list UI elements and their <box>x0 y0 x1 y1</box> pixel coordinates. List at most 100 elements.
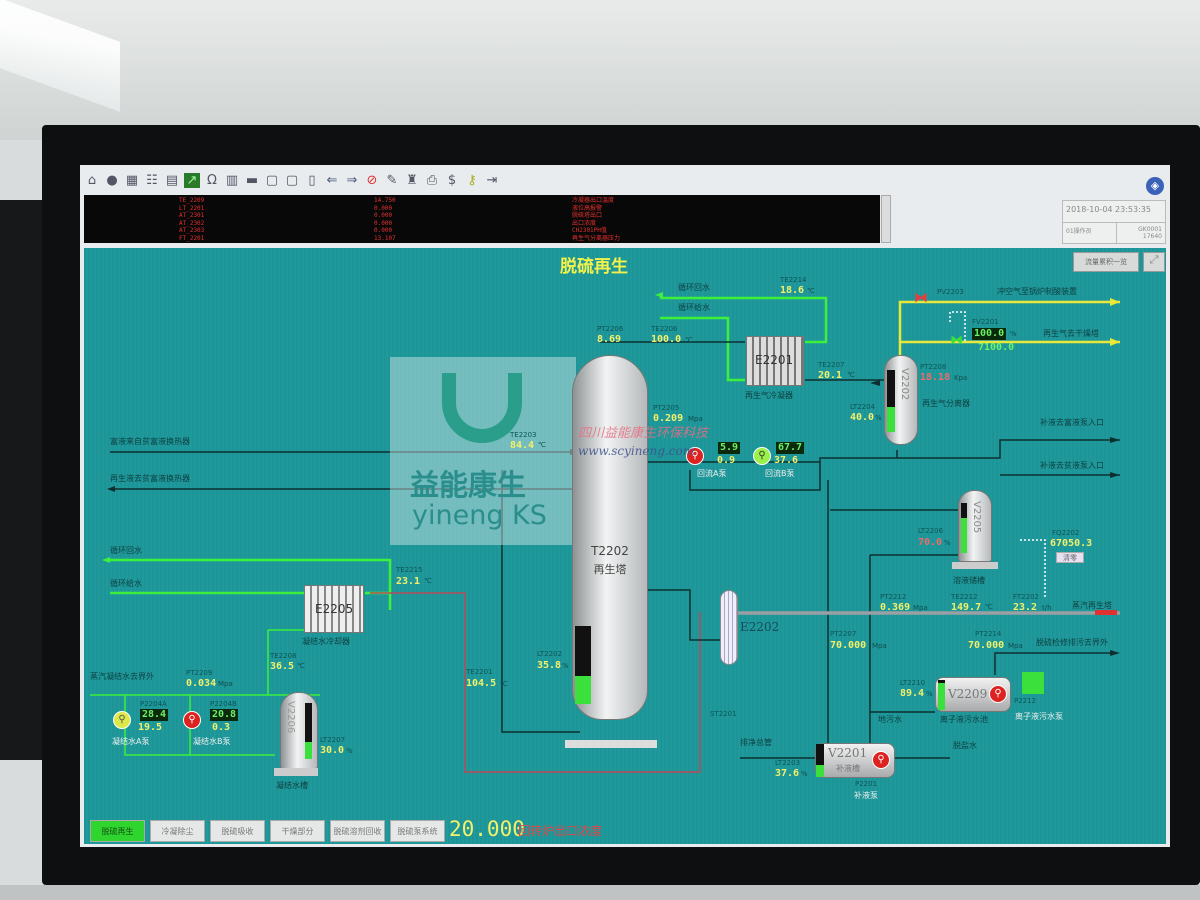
cooler-e2205-label: 凝结水冷却器 <box>302 637 350 646</box>
forward-icon[interactable]: ⇒ <box>346 172 358 188</box>
operator: 01操作员 <box>1063 223 1117 243</box>
exchanger-e2202[interactable] <box>720 590 738 665</box>
condenser-e2201[interactable]: E2201 <box>746 336 804 386</box>
control-valve-pv2203-icon[interactable]: ⧓ <box>914 290 928 306</box>
home-icon[interactable]: ⌂ <box>87 172 97 188</box>
separator-label: 再生气分离器 <box>922 399 970 408</box>
unit: ℃ <box>685 336 693 344</box>
drain-header-label: 排净总管 <box>740 738 772 747</box>
list-icon[interactable]: ☷ <box>146 172 158 188</box>
to-dryer-label: 再生气去干燥塔 <box>1043 329 1099 338</box>
record-icon[interactable]: ● <box>106 172 118 188</box>
settings-icon[interactable]: ◈ <box>1146 177 1164 195</box>
regen-tower-t2202[interactable]: T2202 再生塔 <box>572 355 648 720</box>
watermark-brand-en: yineng KS <box>412 500 547 531</box>
nav-condense-dedust[interactable]: 冷凝除尘 <box>150 820 205 842</box>
alarm-tag: FT_2201 <box>179 234 205 242</box>
hot-return-pipe <box>370 592 701 773</box>
pt2208-value: 18.18 <box>920 372 951 383</box>
te2203-tag: TE2203 <box>510 431 537 439</box>
alarm-value: 0.000 <box>374 212 393 219</box>
watermark-url: www.scyineng.com <box>578 444 695 458</box>
tank-v2206[interactable]: V2206 <box>280 692 318 770</box>
nav-solvent-recovery[interactable]: 脱硫溶剂回收 <box>330 820 385 842</box>
cooler-e2205[interactable]: E2205 <box>304 585 364 633</box>
back-icon[interactable]: ⇐ <box>326 172 338 188</box>
flow-summary-button[interactable]: 流量累积一览 <box>1073 252 1139 272</box>
alarm-scrollbar[interactable] <box>881 195 891 243</box>
user-icon[interactable]: ♜ <box>406 172 418 188</box>
pt2214-value: 70.000 <box>968 640 1005 651</box>
condenser-label: 再生气冷凝器 <box>745 391 793 400</box>
tank-v2205[interactable]: V2205 <box>958 490 992 562</box>
v2205-label: V2205 <box>971 501 982 534</box>
pit-v2209[interactable]: V2209 ⚲ <box>935 677 1011 712</box>
pump-p2212-label: 离子液污水泵 <box>1015 712 1063 721</box>
reflux-pump-a[interactable]: ⚲ <box>686 447 704 465</box>
fv2201-value: 100.0 <box>972 328 1007 340</box>
rich-lean-pipes <box>110 451 580 490</box>
alarm-value: 0.000 <box>374 204 393 212</box>
prb-freq: 67.7 <box>776 442 805 454</box>
pump-p2212-status[interactable] <box>1022 672 1044 694</box>
unit: % <box>562 662 569 670</box>
doc2-icon[interactable]: ▢ <box>285 172 299 188</box>
outlet-concentration-value: 20.000 <box>449 817 525 841</box>
fullscreen-icon[interactable]: ⤢ <box>1143 252 1165 272</box>
panel-icon[interactable]: ▥ <box>225 172 239 188</box>
report-icon[interactable]: Ω <box>207 172 217 188</box>
drain-pipes <box>740 509 1115 759</box>
alarm-desc: 再生气分离器压力 <box>572 234 621 242</box>
e2201-label: E2201 <box>755 353 794 367</box>
tank-v2201-label: 补液槽 <box>836 764 860 773</box>
steam-arrow <box>1095 610 1117 615</box>
te2203-value: 84.4 <box>510 440 535 451</box>
grid-icon[interactable]: ▦ <box>125 172 139 188</box>
doc-icon[interactable]: ▢ <box>265 172 279 188</box>
control-valve-fv2201-icon[interactable]: ⧓ <box>950 333 963 348</box>
tank-v2201[interactable]: V2201 补液槽 ⚲ <box>815 743 895 778</box>
trend-icon[interactable]: ↗ <box>184 172 200 188</box>
exit-icon[interactable]: ⇥ <box>486 172 498 188</box>
te2212-tag: TE2212 <box>951 593 978 601</box>
nav-drying[interactable]: 干燥部分 <box>270 820 325 842</box>
lt2210-tag: LT2210 <box>900 679 926 687</box>
watermark-brand-cn: 益能康生 <box>410 468 527 502</box>
ft2202-tag: FT2202 <box>1013 593 1039 601</box>
tower-name: T2202 <box>591 544 629 558</box>
cw-supply-label: 循环给水 <box>110 579 142 588</box>
alarm-tag: TE_2209 <box>179 197 205 204</box>
lt2202-level-fill <box>575 676 591 704</box>
lt2207-tag: LT2207 <box>320 736 346 744</box>
unit: % <box>801 770 808 778</box>
print-icon[interactable]: ⎙ <box>426 172 438 188</box>
te2208-tag: TE2208 <box>270 652 297 660</box>
nav-desulfur-regen[interactable]: 脱硫再生 <box>90 820 145 842</box>
separator-v2202[interactable]: V2202 <box>884 355 918 445</box>
alarm-tag: AT_2302 <box>179 219 205 227</box>
condensate-pump-a[interactable]: ⚲ <box>113 711 131 729</box>
nav-desulfur-absorb[interactable]: 脱硫吸收 <box>210 820 265 842</box>
alarm-mute-icon[interactable]: ⊘ <box>366 172 378 188</box>
dollar-icon[interactable]: $ <box>447 172 457 188</box>
condensate-pump-b[interactable]: ⚲ <box>183 711 201 729</box>
unit: t/h <box>1042 604 1052 612</box>
book-icon[interactable]: ▯ <box>308 172 316 188</box>
lt2202-tag: LT2202 <box>537 650 563 658</box>
unit: Mpa <box>913 604 928 612</box>
gas-outlet-pipes <box>898 300 1120 355</box>
lt2206-tag: LT2206 <box>918 527 944 535</box>
tower-base <box>565 740 657 748</box>
makeup-rich-label: 补液去富液泵入口 <box>1040 418 1104 427</box>
lt2206-level-fill <box>961 518 967 553</box>
window-icon[interactable]: ▬ <box>245 172 259 188</box>
reset-button[interactable]: 清零 <box>1056 552 1084 563</box>
edit-icon[interactable]: ✎ <box>386 172 398 188</box>
lt2204-value: 40.0 <box>850 412 875 423</box>
key-icon[interactable]: ⚷ <box>467 172 477 188</box>
lt2204-level-fill <box>887 407 895 432</box>
reflux-pump-b[interactable]: ⚲ <box>753 447 771 465</box>
nav-pump-system[interactable]: 脱硫泵系统 <box>390 820 445 842</box>
table-icon[interactable]: ▤ <box>165 172 179 188</box>
to-boiler-label: 冲空气至锅炉制酸装置 <box>997 287 1077 296</box>
